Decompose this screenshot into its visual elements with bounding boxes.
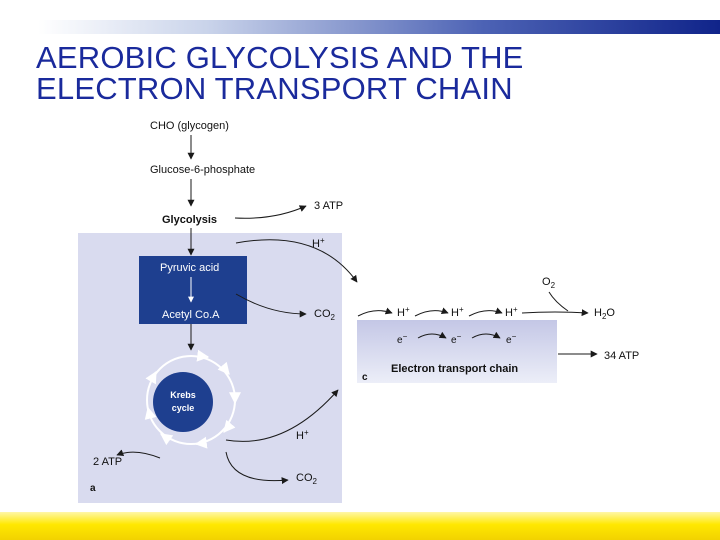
arrow-to-2atp (116, 449, 161, 459)
title-line-1: AEROBIC GLYCOLYSIS AND THE (36, 40, 524, 75)
h-plus-symbol-bottom: H (296, 430, 304, 442)
atp-3-label: 3 ATP (314, 200, 343, 212)
etc-e-2-symbol: e (451, 335, 457, 346)
krebs-arrow-1 (196, 349, 210, 362)
panel-c-label: c (362, 372, 368, 383)
co2-label-top: CO2 (314, 308, 336, 322)
etc-e-1-charge: − (403, 332, 408, 341)
arrow-h-to-etc-top (235, 239, 358, 283)
o2-label: O2 (542, 276, 556, 290)
etc-h-1-symbol: H (397, 307, 405, 319)
arrow-h-row-1 (357, 307, 393, 317)
h-plus-charge-bottom: + (304, 428, 309, 437)
panel-a-label: a (90, 483, 96, 494)
co2-subscript-bottom: 2 (313, 477, 318, 486)
co2-co-text-bottom: CO (296, 472, 313, 484)
slide-title: AEROBIC GLYCOLYSIS AND THE ELECTRON TRAN… (36, 42, 524, 104)
acetyl-coa-label: Acetyl Co.A (162, 309, 220, 321)
etc-h-plus-1: H+ (397, 305, 410, 319)
krebs-cycle-center (153, 372, 213, 432)
atp-34-label: 34 ATP (604, 350, 639, 362)
arrow-h-to-etc-bottom (225, 389, 339, 442)
krebs-arrow-2 (217, 361, 230, 375)
etc-h-3-symbol: H (505, 307, 513, 319)
etc-e-1-symbol: e (397, 335, 403, 346)
krebs-arrow-7 (144, 406, 157, 420)
etc-h-1-charge: + (405, 305, 410, 314)
co2-label-bottom: CO2 (296, 472, 318, 486)
h-plus-charge: + (320, 236, 325, 245)
etc-electron-1: e− (397, 332, 408, 346)
krebs-label-line2: cycle (172, 403, 195, 413)
arrow-h-row-3 (468, 307, 503, 317)
arrow-to-h2o (521, 309, 589, 317)
etc-e-3-symbol: e (506, 335, 512, 346)
krebs-arrow-5 (194, 436, 208, 449)
krebs-arrow-4 (223, 419, 236, 433)
h2o-o-text: O (606, 307, 615, 319)
atp-2-label: 2 ATP (93, 456, 122, 468)
etc-panel (357, 320, 557, 383)
footer-accent-bar (0, 512, 720, 540)
etc-electron-3: e− (506, 332, 517, 346)
pyruvate-box (139, 256, 247, 324)
glycolysis-label: Glycolysis (162, 214, 217, 226)
etc-h-3-charge: + (513, 305, 518, 314)
arrow-e-row-2 (471, 331, 501, 339)
krebs-cycle-arrows (144, 349, 241, 449)
h2o-label: H2O (594, 307, 615, 321)
co2-co-text: CO (314, 308, 331, 320)
etc-h-plus-3: H+ (505, 305, 518, 319)
h2o-subscript: 2 (602, 312, 607, 321)
arrow-to-3atp (234, 205, 307, 219)
pyruvic-acid-label: Pyruvic acid (160, 262, 219, 274)
etc-h-2-charge: + (459, 305, 464, 314)
krebs-arrow-8 (145, 370, 157, 385)
etc-e-3-charge: − (512, 332, 517, 341)
krebs-label-line1: Krebs (170, 390, 196, 400)
etc-h-2-symbol: H (451, 307, 459, 319)
o2-o-text: O (542, 276, 551, 288)
arrow-h-row-2 (414, 307, 449, 317)
krebs-arrow-6 (160, 433, 174, 446)
glucose-6-phosphate-label: Glucose-6-phosphate (150, 164, 255, 176)
etc-h-plus-2: H+ (451, 305, 464, 319)
cho-glycogen-label: CHO (glycogen) (150, 120, 229, 132)
etc-e-2-charge: − (457, 332, 462, 341)
etc-electron-2: e− (451, 332, 462, 346)
title-accent-bar (38, 20, 720, 34)
etc-label: Electron transport chain (391, 363, 518, 375)
h-plus-label-bottom: H+ (296, 428, 309, 442)
arrow-e-row-1 (417, 331, 447, 339)
co2-subscript: 2 (331, 313, 336, 322)
arrow-to-co2-top (235, 293, 307, 318)
arrow-to-co2-bottom (225, 451, 289, 485)
o2-join-line (548, 291, 569, 312)
h-plus-symbol: H (312, 238, 320, 250)
h2o-h-text: H (594, 307, 602, 319)
title-line-2: ELECTRON TRANSPORT CHAIN (36, 71, 513, 106)
o2-subscript: 2 (551, 281, 556, 290)
h-plus-label-top: H+ (312, 236, 325, 250)
